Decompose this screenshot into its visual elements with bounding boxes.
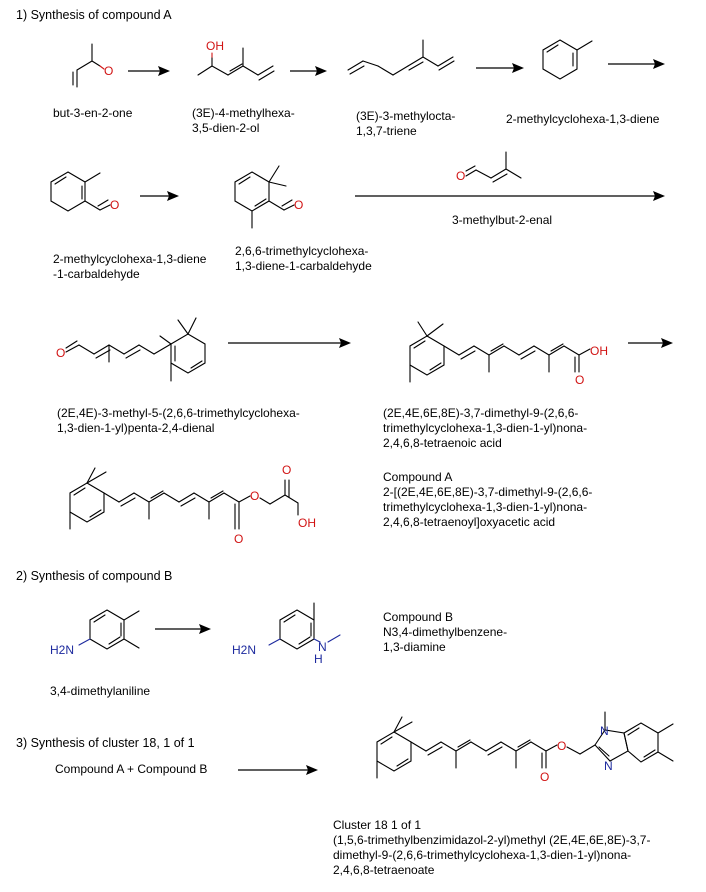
atom-oxygen: O xyxy=(294,198,303,212)
atom-oxygen: O xyxy=(104,64,113,78)
atom-oxygen: O xyxy=(110,198,119,212)
reaction-arrow xyxy=(238,765,318,775)
reaction-arrow xyxy=(128,66,170,76)
label-methylhexadienol: (3E)-4-methylhexa-3,5-dien-2-ol xyxy=(192,106,295,135)
reaction-arrow xyxy=(628,338,673,348)
reaction-arrow xyxy=(155,624,211,634)
label-methylbutenal: 3-methylbut-2-enal xyxy=(452,213,553,227)
structure-but-3-en-2-one: O xyxy=(72,43,113,88)
label-trimethylcarbaldehyde: 2,6,6-trimethylcyclohexa-1,3-diene-1-car… xyxy=(235,244,372,273)
reaction-arrow xyxy=(228,338,351,348)
atom-oxygen: O xyxy=(456,169,465,183)
label-methyloctatriene: (3E)-3-methylocta-1,3,7-triene xyxy=(356,109,456,138)
atom-nitrogen: N xyxy=(318,640,327,654)
atom-hydroxyl: OH xyxy=(590,344,608,358)
structure-methylhexadienol: OH xyxy=(197,39,275,81)
atom-amine: H2N xyxy=(232,643,256,657)
structure-pentadienal: O xyxy=(56,317,206,382)
structure-cluster-product: O O N N xyxy=(376,711,674,784)
atom-oxygen: O xyxy=(540,770,549,784)
label-dimethylaniline: 3,4-dimethylaniline xyxy=(50,684,151,698)
atom-hydroxyl: OH xyxy=(206,39,224,53)
reaction-arrow xyxy=(290,66,327,76)
label-but-3-en-2-one: but-3-en-2-one xyxy=(53,106,133,120)
section-header-1: 1) Synthesis of compound A xyxy=(16,8,172,22)
structure-carbaldehyde: O xyxy=(50,171,119,212)
atom-oxygen: O xyxy=(282,463,291,477)
reagent-methylbutenal: O xyxy=(456,151,522,183)
reaction-arrow xyxy=(608,59,665,69)
structure-methylcyclohexadiene xyxy=(542,39,593,80)
atom-nitrogen: N xyxy=(604,759,613,773)
label-tetraenoic-acid: (2E,4E,6E,8E)-3,7-dimethyl-9-(2,6,6-trim… xyxy=(383,406,588,450)
atom-oxygen: O xyxy=(557,739,566,753)
atom-oxygen: O xyxy=(56,346,65,360)
structure-compound-b: N H H2N xyxy=(232,602,341,666)
atom-hydrogen: H xyxy=(314,652,323,666)
label-reactants: Compound A + Compound B xyxy=(55,762,208,776)
label-cluster: Cluster 18 1 of 1(1,5,6-trimethylbenzimi… xyxy=(333,818,651,877)
structure-compound-a: O O O OH xyxy=(69,463,316,546)
section-header-3: 3) Synthesis of cluster 18, 1 of 1 xyxy=(16,736,195,750)
atom-oxygen: O xyxy=(234,532,243,546)
reaction-arrow xyxy=(476,63,524,73)
structure-tetraenoic-acid: OH O xyxy=(409,321,608,387)
section-header-2: 2) Synthesis of compound B xyxy=(16,569,173,583)
atom-nitrogen: N xyxy=(600,724,609,738)
label-methylcyclohexadiene: 2-methylcyclohexa-1,3-diene xyxy=(506,112,660,126)
label-carbaldehyde: 2-methylcyclohexa-1,3-diene-1-carbaldehy… xyxy=(53,252,207,281)
atom-hydroxyl: OH xyxy=(298,516,316,530)
atom-amine: H2N xyxy=(50,643,74,657)
structure-dimethylaniline: H2N xyxy=(50,609,140,657)
atom-oxygen: O xyxy=(575,373,584,387)
structure-trimethylcarbaldehyde: O xyxy=(234,165,303,229)
label-pentadienal: (2E,4E)-3-methyl-5-(2,6,6-trimethylcyclo… xyxy=(57,406,300,435)
structure-methyloctatriene xyxy=(347,39,455,76)
atom-oxygen: O xyxy=(250,489,259,503)
reaction-arrow-long xyxy=(355,191,665,201)
reaction-arrow xyxy=(140,191,179,201)
